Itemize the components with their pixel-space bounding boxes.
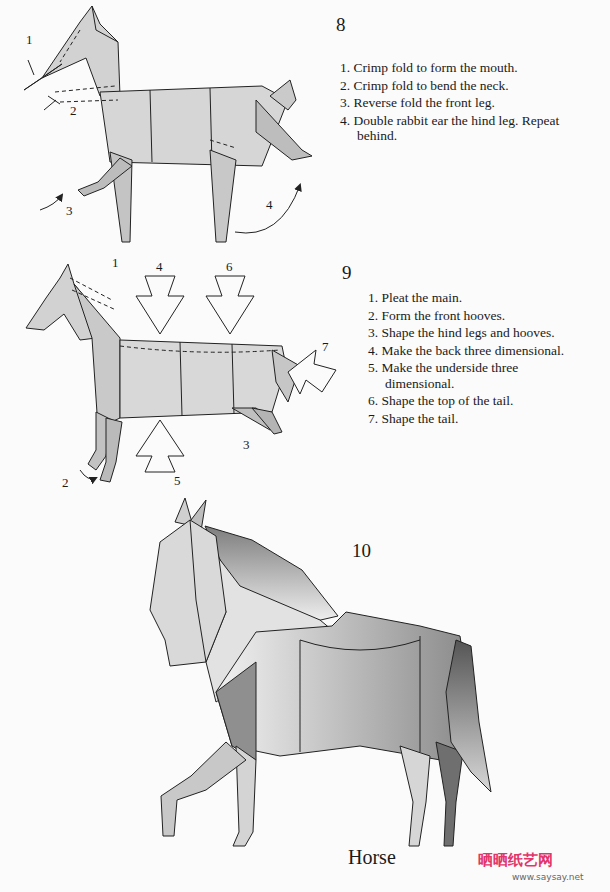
- callout-number: 7: [322, 340, 329, 355]
- instruction-text: 1. Pleat the main.: [368, 290, 567, 306]
- callout-number: 5: [174, 474, 181, 489]
- instruction-text: 1. Crimp fold to form the mouth.: [340, 60, 572, 76]
- step10-horse: [150, 498, 491, 846]
- callout-number: 4: [156, 260, 163, 275]
- instruction-text: 5. Make the underside three dimensional.: [368, 360, 567, 391]
- watermark-url: www.saysay.net: [512, 872, 584, 882]
- callout-number: 3: [66, 204, 73, 219]
- callout-number: 2: [70, 104, 77, 119]
- caption: Horse: [348, 846, 396, 869]
- instruction-text: 7. Shape the tail.: [368, 411, 567, 427]
- callout-number: 3: [243, 438, 250, 453]
- callout-number: 6: [226, 260, 233, 275]
- callout-number: 1: [26, 33, 33, 48]
- step-number: 8: [336, 14, 346, 36]
- instruction-text: 2. Form the front hooves.: [368, 308, 567, 324]
- instruction-text: 4. Double rabbit ear the hind leg. Repea…: [340, 113, 572, 144]
- instruction-text: 3. Reverse fold the front leg.: [340, 95, 572, 111]
- callout-number: 2: [62, 476, 69, 491]
- instruction-text: 6. Shape the top of the tail.: [368, 393, 567, 409]
- step8-horse: [24, 6, 312, 242]
- instruction-text: 2. Crimp fold to bend the neck.: [340, 78, 572, 94]
- step-number: 9: [342, 262, 352, 284]
- step9-horse: [26, 264, 336, 482]
- callout-number: 4: [266, 198, 273, 213]
- step-number: 10: [352, 540, 371, 562]
- watermark: 晒晒纸艺网: [478, 852, 553, 869]
- instruction-text: 4. Make the back three dimensional.: [368, 343, 567, 359]
- callout-number: 1: [112, 256, 119, 271]
- instruction-text: 3. Shape the hind legs and hooves.: [368, 325, 567, 341]
